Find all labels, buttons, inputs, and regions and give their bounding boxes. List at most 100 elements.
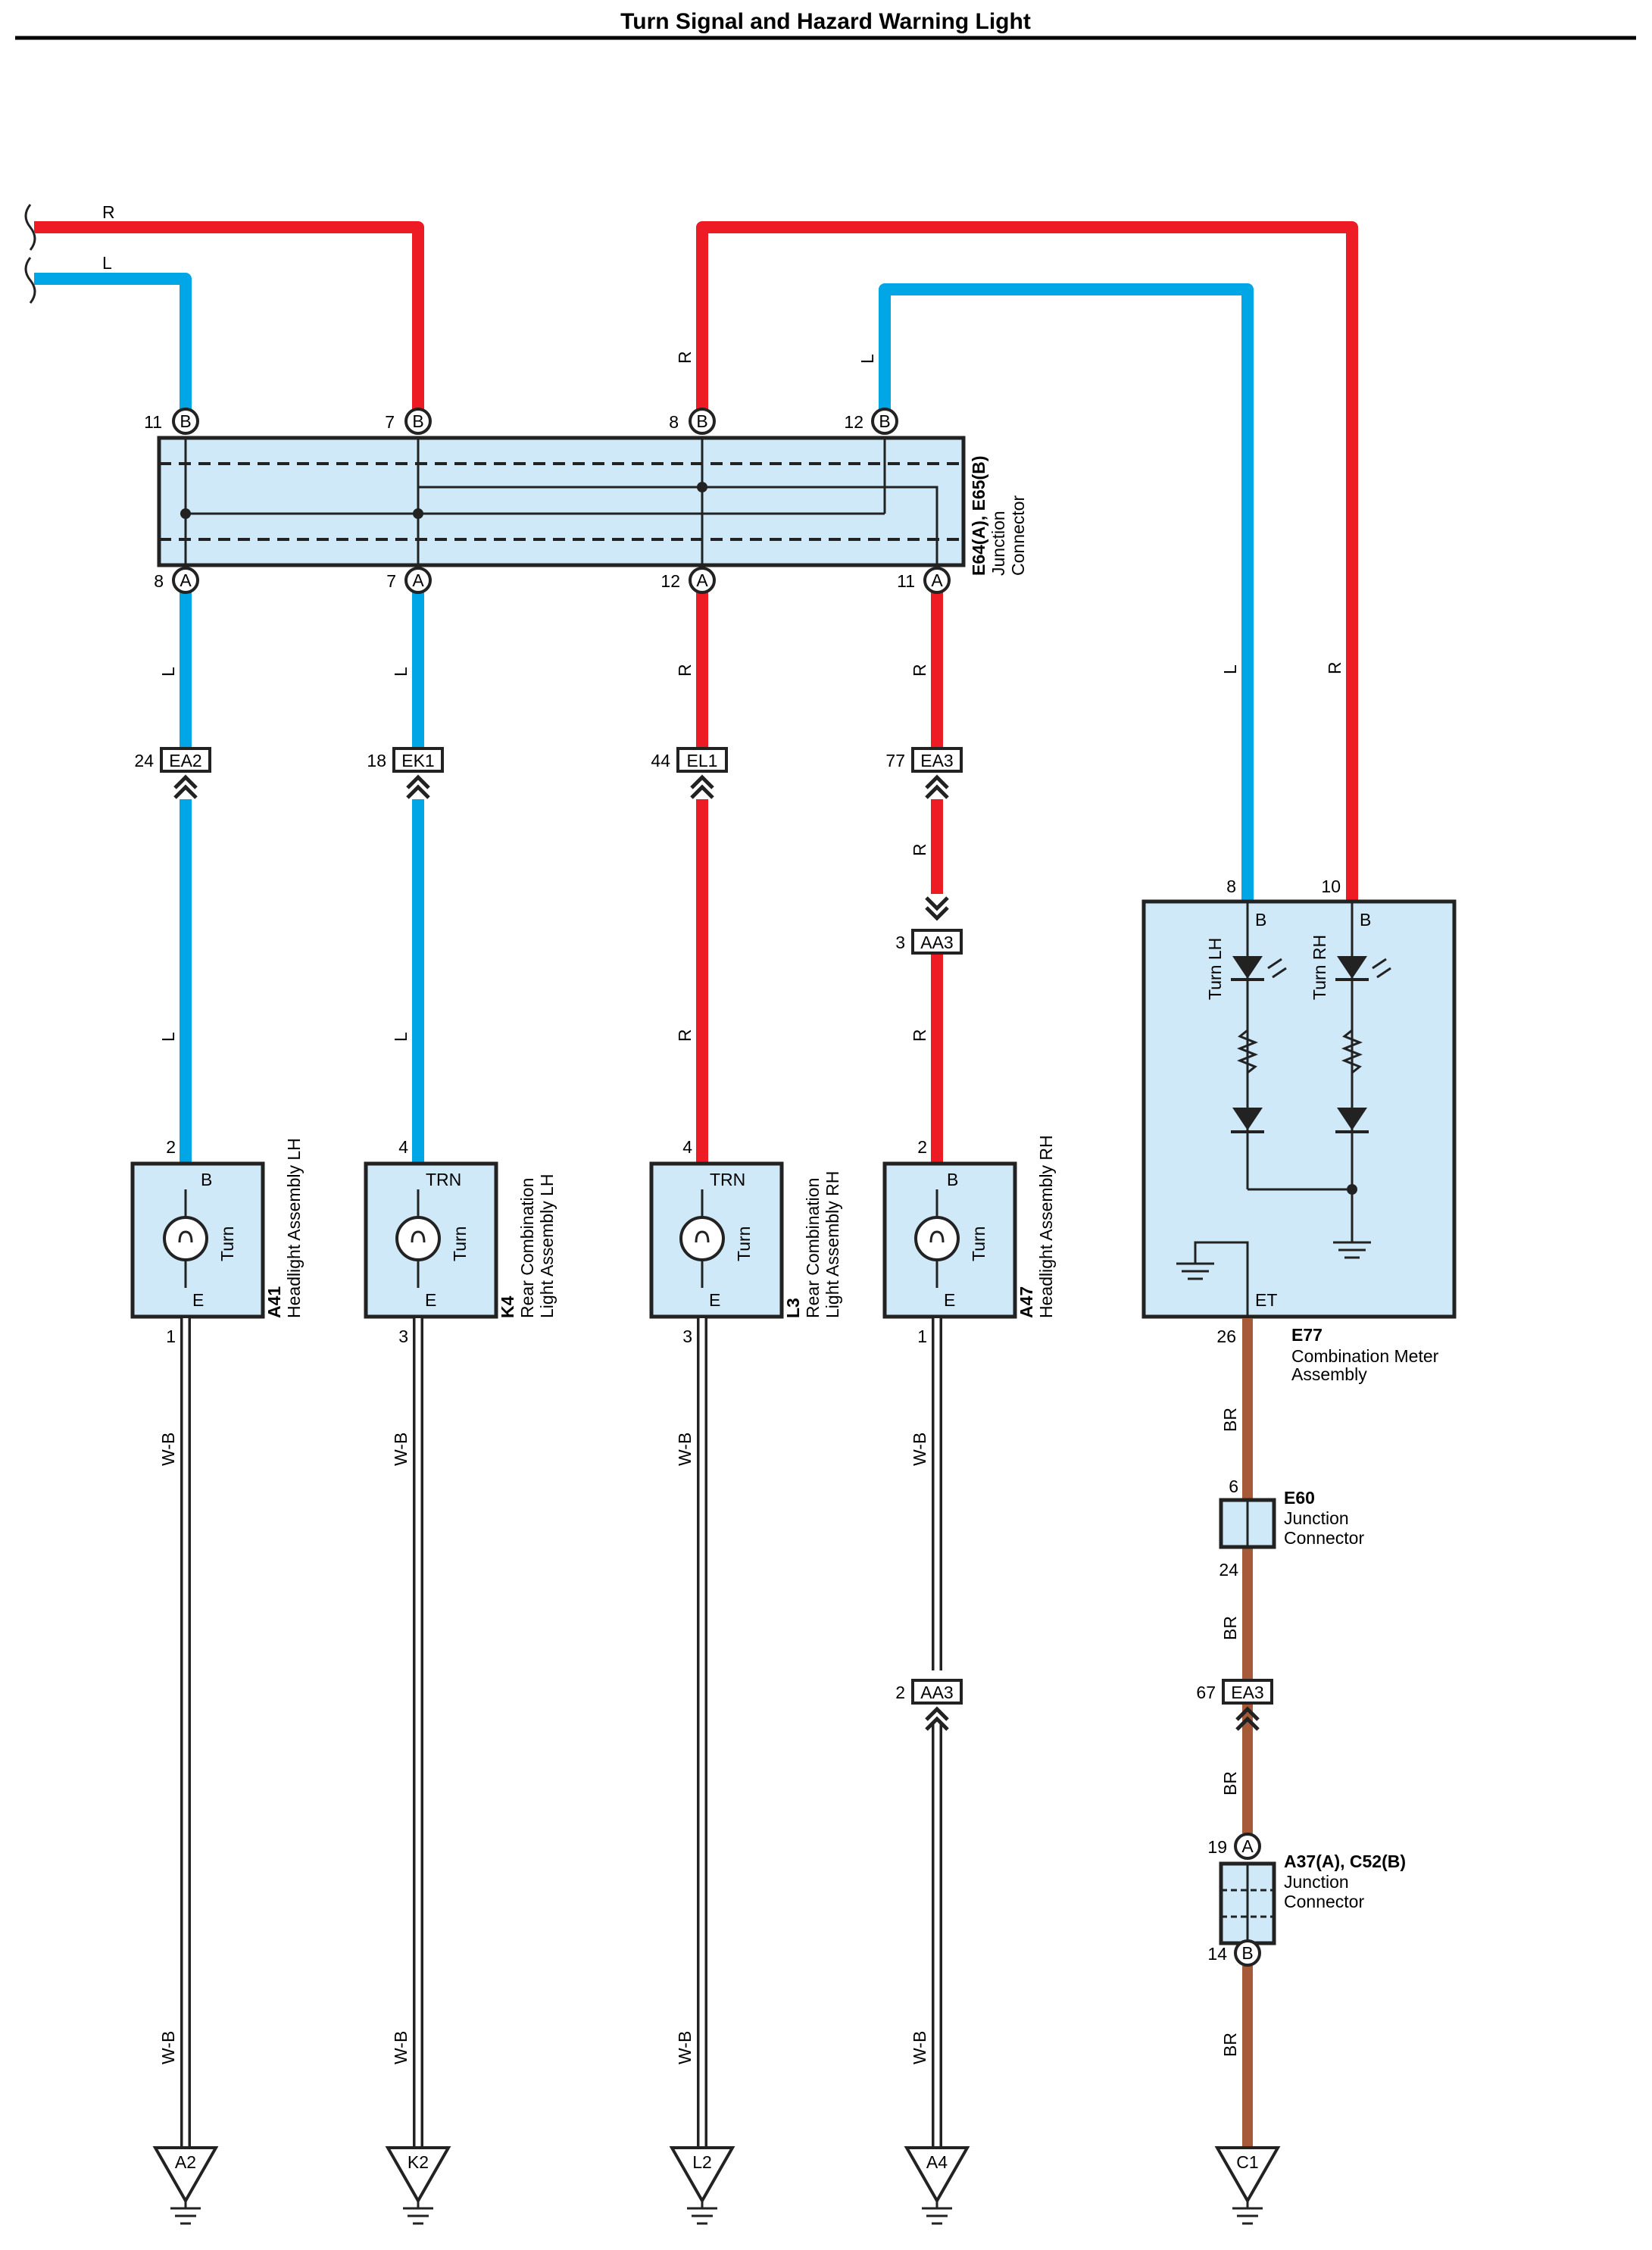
svg-text:TRN: TRN (426, 1170, 461, 1189)
ground-triangle-icon (1214, 2146, 1281, 2205)
svg-text:44: 44 (651, 751, 670, 770)
wire-label-r-top: R (675, 351, 695, 364)
junction-connector-e60: 6 24 E60 Junction Connector (1219, 1477, 1364, 1580)
ground-triangle-icon (385, 2146, 451, 2205)
connector-chevron-icon (406, 774, 430, 799)
bulb-filament-icon (178, 1230, 193, 1243)
jc-bottom-pin-number: 12 (660, 571, 680, 591)
svg-text:E60: E60 (1284, 1488, 1315, 1508)
bulb-icon (163, 1216, 208, 1261)
meter-label: E77 Combination Meter Assembly (1291, 1325, 1439, 1384)
svg-text:W-B: W-B (675, 2031, 695, 2064)
svg-text:2: 2 (166, 1137, 176, 1157)
svg-text:W-B: W-B (675, 1433, 695, 1466)
svg-text:AA3: AA3 (920, 933, 953, 952)
svg-text:ET: ET (1255, 1290, 1277, 1310)
connector-chevron-icon (1235, 1706, 1260, 1731)
svg-text:EK1: EK1 (401, 751, 434, 770)
svg-text:2: 2 (917, 1137, 927, 1157)
svg-text:4: 4 (682, 1137, 692, 1157)
svg-text:W-B: W-B (391, 2031, 411, 2064)
bulb-icon (914, 1216, 960, 1261)
svg-text:E: E (425, 1290, 436, 1310)
ground-symbol-icon (922, 2201, 952, 2225)
connector-chevron-icon (925, 896, 949, 921)
svg-text:B: B (696, 411, 707, 431)
svg-text:L3: L3 (783, 1298, 803, 1318)
svg-text:Light Assembly LH: Light Assembly LH (537, 1174, 557, 1318)
bulb-filament-icon (411, 1230, 426, 1243)
svg-text:EA2: EA2 (169, 751, 201, 770)
jc-top-pin: B 12 (844, 408, 898, 435)
jc-bottom-pin-number: 11 (897, 571, 915, 591)
jc-internal-line (418, 486, 938, 565)
diode-icon (1232, 1108, 1263, 1130)
jc-top-pin: B 7 (385, 408, 432, 435)
svg-text:Combination Meter: Combination Meter (1291, 1346, 1439, 1366)
svg-text:A2: A2 (175, 2152, 196, 2172)
svg-text:K2: K2 (408, 2152, 429, 2172)
svg-text:19: 19 (1207, 1837, 1227, 1857)
component-a41: B E Turn 2 1 (130, 1137, 265, 1346)
led-lh-icon (1232, 956, 1263, 979)
svg-text:A: A (696, 570, 708, 590)
svg-text:Turn RH: Turn RH (1310, 935, 1329, 1000)
wire-label-l-top: L (857, 354, 877, 364)
meter-et-pin: 26 (1216, 1327, 1236, 1346)
svg-text:Assembly: Assembly (1291, 1364, 1367, 1384)
jc-splice-dot (413, 508, 423, 519)
ground-symbol-icon (1333, 1241, 1371, 1259)
svg-text:Rear Combination: Rear Combination (517, 1178, 537, 1318)
jc-bottom-pin-number: 7 (386, 571, 396, 591)
inline-connector-aa3-top: AA3 3 (895, 896, 963, 955)
component-k4-label: K4 Rear Combination Light Assembly LH (498, 1174, 557, 1318)
svg-text:E77: E77 (1291, 1325, 1323, 1345)
junction-connector-a37-c52: A 19 B 14 A37(A), C52(B) Junction Connec… (1207, 1833, 1406, 1967)
svg-text:C1: C1 (1236, 2152, 1258, 2172)
svg-text:B: B (879, 411, 890, 431)
svg-text:W-B: W-B (391, 1433, 411, 1466)
jc-splice-dot (697, 482, 707, 492)
component-l3: TRN E Turn 4 3 (649, 1137, 784, 1346)
svg-text:EA3: EA3 (1231, 1683, 1263, 1702)
bulb-icon (395, 1216, 441, 1261)
svg-text:1: 1 (166, 1327, 176, 1346)
svg-text:Turn: Turn (969, 1227, 988, 1261)
svg-text:B: B (412, 411, 423, 431)
svg-text:A37(A), C52(B): A37(A), C52(B) (1284, 1852, 1406, 1871)
wire-label: BR (1220, 2033, 1240, 2057)
svg-text:Junction: Junction (1284, 1872, 1349, 1892)
jc-top-pin-number: 8 (669, 412, 679, 432)
bulb-filament-icon (929, 1230, 945, 1243)
wire-label: BR (1220, 1771, 1240, 1795)
svg-text:E: E (192, 1290, 204, 1310)
inline-connector-ek1: EK1 18 (367, 747, 444, 799)
jc-bottom-pin: A 7 (386, 567, 432, 594)
ground-point-a4: A4 (904, 2146, 970, 2225)
svg-text:B: B (1360, 910, 1371, 930)
wire-label-r-incoming: R (102, 202, 115, 222)
wire-label-r-meter: R (1325, 661, 1344, 674)
jc-label: E64(A), E65(B) Junction Connector (969, 456, 1028, 576)
svg-text:18: 18 (367, 751, 386, 770)
svg-text:A47: A47 (1016, 1286, 1036, 1318)
svg-text:14: 14 (1207, 1944, 1227, 1964)
diode-icon (1337, 1108, 1367, 1130)
bulb-icon (679, 1216, 725, 1261)
connector-chevron-icon (173, 774, 198, 799)
inline-connector-aa3-bottom: AA3 2 (895, 1679, 963, 1731)
svg-text:Turn: Turn (734, 1227, 754, 1261)
component-k4: TRN E Turn 4 3 (364, 1137, 498, 1346)
svg-text:1: 1 (917, 1327, 927, 1346)
svg-text:W-B: W-B (158, 1433, 178, 1466)
svg-text:W-B: W-B (158, 2031, 178, 2064)
jc-top-pin: B 8 (669, 408, 716, 435)
svg-text:A: A (180, 570, 192, 590)
svg-text:K4: K4 (498, 1295, 517, 1318)
wire-label: R (910, 1029, 929, 1042)
wire-l-incoming (34, 273, 192, 420)
svg-text:3: 3 (398, 1327, 408, 1346)
svg-text:6: 6 (1229, 1477, 1238, 1496)
svg-text:A: A (931, 570, 943, 590)
ground-wire-a4: W-B W-B (910, 1318, 942, 2152)
